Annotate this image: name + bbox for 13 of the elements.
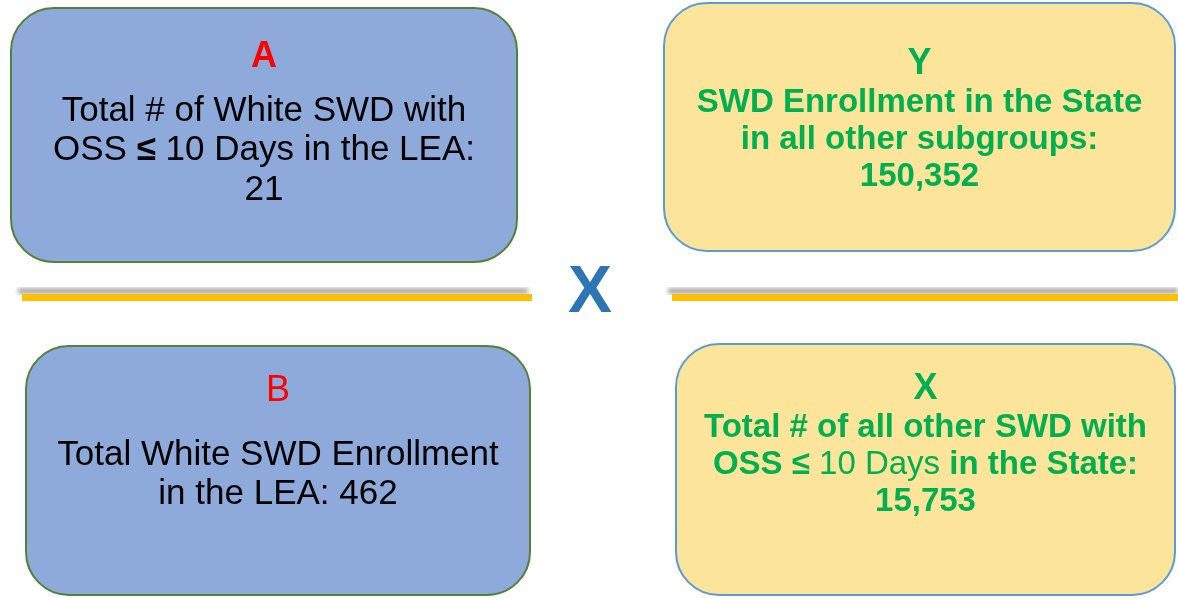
- box-letter: B: [266, 369, 290, 409]
- box-letter: Y: [907, 42, 932, 82]
- rounded-box: [10, 7, 518, 263]
- box-letter: A: [251, 35, 277, 75]
- rounded-box: [25, 345, 531, 596]
- box-text: SWD Enrollment in the State in all other subgroups: 150,352: [695, 81, 1144, 194]
- box-text: Total # of White SWD with OSS ≤ 10 Days in the LEA: 21: [52, 88, 476, 208]
- box-letter: X: [913, 367, 938, 407]
- box-text: Total White SWD Enrollment in the LEA: 462: [56, 432, 500, 512]
- box-text: Total # of all other SWD with OSS ≤ 10 Days in the State: 15,753: [702, 406, 1149, 519]
- rounded-box: [675, 343, 1176, 596]
- rounded-box: [663, 2, 1176, 252]
- multiply-sign: X: [568, 256, 613, 322]
